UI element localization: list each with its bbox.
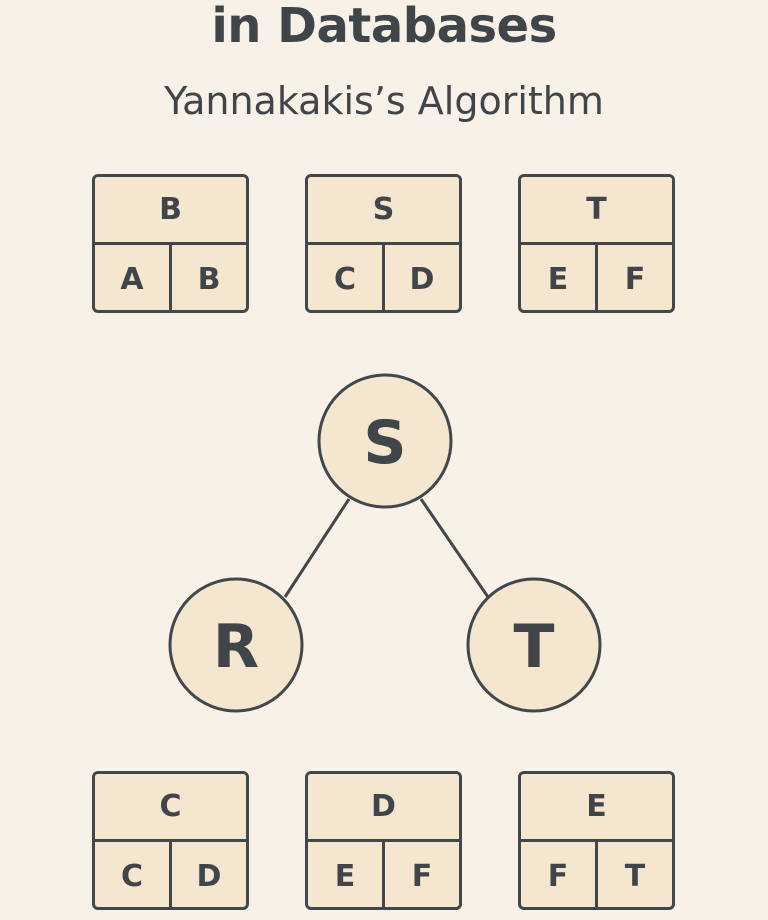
relation-table-columns: A B [95, 245, 246, 310]
tree-edge-s-r [283, 498, 351, 598]
relation-table-name: S [308, 177, 459, 245]
relation-table-column: B [169, 245, 246, 310]
relation-table-name: T [521, 177, 672, 245]
page-title: in Databases [211, 0, 557, 54]
relation-table-column: C [120, 858, 144, 894]
relation-table-columns: F T [521, 842, 672, 907]
relation-table-name: D [308, 774, 459, 842]
tree-node-label: T [514, 612, 555, 682]
tree-node-r: R [168, 577, 304, 713]
relation-table-columns: C D [308, 245, 459, 310]
relation-table-columns: E F [521, 245, 672, 310]
relation-table-column: A [120, 261, 144, 297]
relation-table-e: E F T [518, 771, 675, 910]
relation-table-columns: C D [95, 842, 246, 907]
relation-table-column: D [382, 245, 459, 310]
tree-node-s: S [317, 373, 453, 509]
relation-table-name: E [521, 774, 672, 842]
relation-table-column: T [595, 842, 672, 907]
relation-table-s: S C D [305, 174, 462, 313]
relation-table-column: E [547, 261, 569, 297]
relation-table-c: C C D [92, 771, 249, 910]
page-subtitle: Yannakakis’s Algorithm [164, 79, 604, 123]
relation-table-column: F [547, 858, 569, 894]
relation-table-column: F [382, 842, 459, 907]
relation-table-name: C [95, 774, 246, 842]
relation-table-b: B A B [92, 174, 249, 313]
tree-node-label: S [363, 408, 406, 478]
tree-edge-s-t [419, 498, 490, 598]
tree-node-label: R [213, 612, 259, 682]
relation-table-column: E [334, 858, 356, 894]
relation-table-column: D [169, 842, 246, 907]
tree-node-t: T [466, 577, 602, 713]
relation-table-column: C [333, 261, 357, 297]
relation-table-columns: E F [308, 842, 459, 907]
relation-table-d: D E F [305, 771, 462, 910]
relation-table-t: T E F [518, 174, 675, 313]
relation-table-name: B [95, 177, 246, 245]
relation-table-column: F [595, 245, 672, 310]
